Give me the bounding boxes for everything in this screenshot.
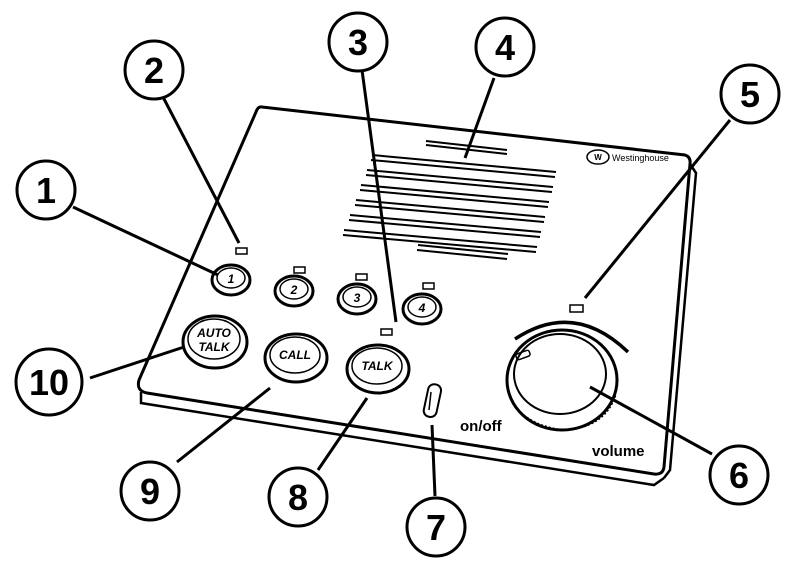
svg-text:9: 9 xyxy=(140,471,160,512)
room4-button[interactable]: 4 xyxy=(401,292,443,326)
callout-8: 8 xyxy=(267,466,329,528)
room-indicator-leds xyxy=(235,247,584,336)
power-switch[interactable] xyxy=(422,383,443,418)
device-side-edge xyxy=(663,163,698,479)
room1-indicator-led xyxy=(235,247,248,255)
volume-indicator-led xyxy=(569,304,584,313)
auto-talk-label-line2: TALK xyxy=(198,340,230,354)
svg-text:2: 2 xyxy=(144,50,164,91)
auto-talk-button[interactable]: AUTO TALK xyxy=(181,314,249,370)
room4-indicator-led xyxy=(422,282,435,290)
westinghouse-logo-icon xyxy=(586,149,610,165)
room3-indicator-led xyxy=(355,273,368,281)
room3-button-label: 3 xyxy=(354,291,361,305)
svg-text:7: 7 xyxy=(426,507,446,548)
room2-indicator-led xyxy=(293,266,306,274)
room3-button[interactable]: 3 xyxy=(336,282,378,316)
call-button[interactable]: CALL xyxy=(263,332,329,384)
room4-button-label: 4 xyxy=(418,301,426,315)
callout-7: 7 xyxy=(405,496,467,558)
svg-text:5: 5 xyxy=(740,74,760,115)
volume-knob[interactable] xyxy=(505,320,630,432)
callout-3: 3 xyxy=(327,11,389,73)
callout-1: 1 xyxy=(15,159,77,221)
brand-name: Westinghouse xyxy=(612,153,669,163)
auto-talk-label-line1: AUTO xyxy=(196,326,231,340)
svg-text:6: 6 xyxy=(729,455,749,496)
svg-text:3: 3 xyxy=(348,22,368,63)
svg-text:4: 4 xyxy=(495,27,515,68)
brand-logo: W Westinghouse xyxy=(586,149,669,165)
callout-10: 10 xyxy=(14,347,84,417)
callout-2: 2 xyxy=(123,39,185,101)
callout-6: 6 xyxy=(708,444,770,506)
volume-scale-arc xyxy=(514,320,630,354)
callout-4: 4 xyxy=(474,16,536,78)
room1-button[interactable]: 1 xyxy=(210,263,252,297)
power-switch-label: on/off xyxy=(460,418,503,435)
speaker-grille xyxy=(342,140,557,260)
volume-label: volume xyxy=(592,443,645,460)
room2-button-label: 2 xyxy=(290,283,298,297)
room1-button-label: 1 xyxy=(228,272,235,286)
device-front-edge xyxy=(139,392,665,487)
callout-5: 5 xyxy=(719,63,781,125)
svg-text:10: 10 xyxy=(29,362,69,403)
leader-lines xyxy=(72,69,732,497)
svg-text:8: 8 xyxy=(288,477,308,518)
svg-text:1: 1 xyxy=(36,170,56,211)
talk-button[interactable]: TALK xyxy=(345,343,411,395)
logo-mark: W xyxy=(594,153,602,162)
volume-knob-pointer xyxy=(515,349,531,361)
device-top-surface xyxy=(136,105,692,476)
call-button-label: CALL xyxy=(279,348,311,362)
callout-9: 9 xyxy=(119,460,181,522)
talk-indicator-led xyxy=(380,328,393,336)
intercom-base-unit xyxy=(136,105,698,487)
room2-button[interactable]: 2 xyxy=(273,274,315,308)
talk-button-label: TALK xyxy=(361,359,393,373)
